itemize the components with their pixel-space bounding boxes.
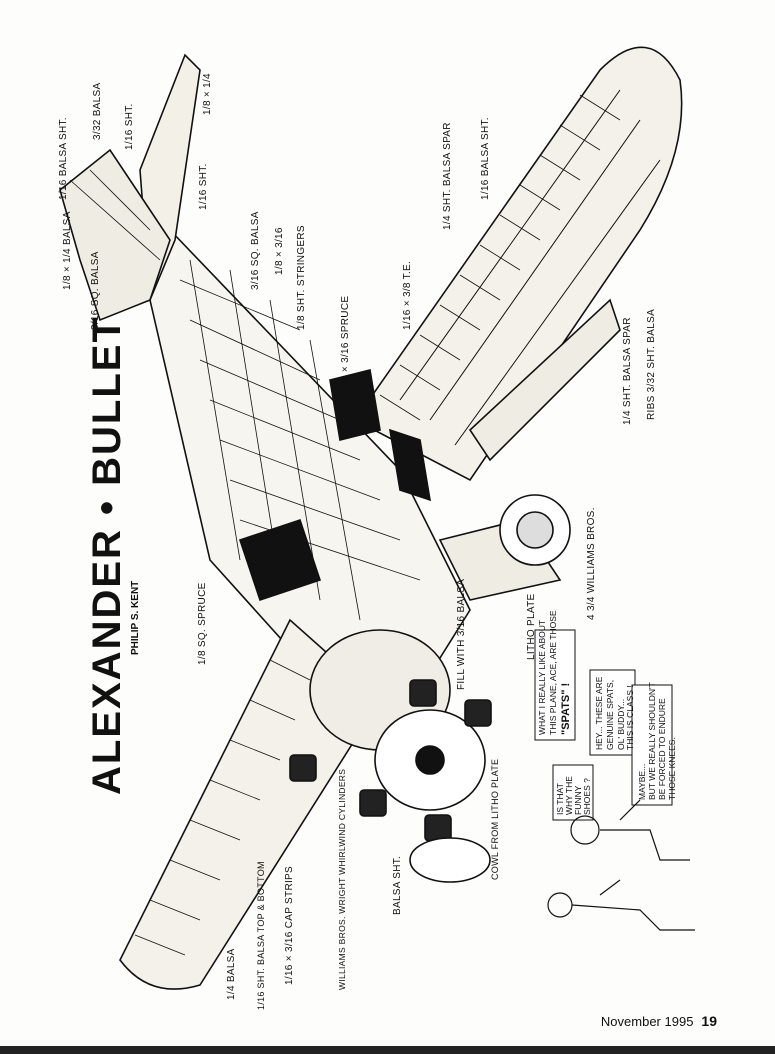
- page-number: 19: [701, 1013, 717, 1029]
- cartoon-figures: [547, 799, 695, 931]
- comic-text: BE FORCED TO ENDURE: [657, 698, 667, 800]
- part-label: 1/16 SHT.: [124, 103, 135, 150]
- comic-text: BUT WE REALLY SHOULDN'T: [647, 682, 657, 800]
- comic-strip: WHAT I REALLY LIKE ABOUT THIS PLANE, ACE…: [534, 610, 695, 931]
- comic-text: OL' BUDDY...: [616, 699, 626, 750]
- author: PHILIP S. KENT: [130, 581, 141, 655]
- part-label: 1/16 SHT. BALSA TOP & BOTTOM: [256, 861, 266, 1010]
- comic-text: WHAT I REALLY LIKE ABOUT: [537, 620, 547, 735]
- part-label: 4 3/4 WILLIAMS BROS.: [586, 507, 597, 620]
- comic-text: THIS PLANE, ACE, ARE THOSE: [548, 610, 558, 735]
- comic-text: FUNNY: [573, 785, 583, 815]
- comic-text: THIS IS CLASS !: [625, 685, 635, 750]
- part-label: 1/16 × 3/16 CAP STRIPS: [284, 866, 295, 985]
- part-label: COWL FROM LITHO PLATE: [490, 759, 500, 880]
- part-label: BALSA SHT.: [392, 856, 403, 915]
- comic-text: GENUINE SPATS,: [605, 680, 615, 750]
- comic-text: THOSE KNEES.: [667, 737, 677, 800]
- part-label: RIBS 3/32 SHT. BALSA: [646, 309, 657, 420]
- part-label: FILL WITH 3/16 BALSA: [456, 579, 467, 690]
- page-edge: [0, 1046, 775, 1054]
- comic-text: IS THAT: [555, 783, 565, 815]
- part-label: 1/16 BALSA SHT.: [480, 117, 491, 200]
- part-label: 1/8 × 3/16: [274, 227, 285, 275]
- airplane-outline: [59, 46, 683, 990]
- comic-text: "SPATS" !: [560, 683, 572, 735]
- part-label: 1/8 × 3/16 SPRUCE: [340, 296, 351, 390]
- part-label: 1/8 × 1/4 BALSA: [62, 211, 73, 290]
- part-label: 1/4 SHT. BALSA SPAR: [442, 122, 453, 230]
- page-title: ALEXANDER • BULLET: [85, 316, 129, 795]
- comic-text: MAYBE...: [637, 764, 647, 800]
- part-label: 3/32 BALSA: [92, 82, 103, 140]
- part-label: 3/16 SQ. BALSA: [90, 251, 101, 330]
- part-label: WILLIAMS BROS. WRIGHT WHIRLWIND CYLINDER…: [337, 769, 347, 990]
- part-label: 1/16 × 3/8 T.E.: [402, 261, 413, 330]
- part-label: 3/16 SQ. BALSA: [250, 211, 261, 290]
- part-label: LITHO PLATE: [526, 594, 537, 660]
- part-label: 1/8 SHT. STRINGERS: [296, 225, 307, 330]
- part-label: 1/4 SHT. BALSA SPAR: [622, 317, 633, 425]
- page-footer: November 1995 19: [601, 1013, 717, 1029]
- part-label: 1/4 BALSA: [226, 948, 237, 1000]
- part-label: 1/8 × 1/4: [202, 73, 213, 115]
- comic-text: HEY... THESE ARE: [594, 676, 604, 750]
- part-label: 1/16 BALSA SHT.: [58, 117, 69, 200]
- issue-date: November 1995: [600, 1014, 694, 1029]
- comic-text: SHOES ?: [582, 778, 592, 815]
- part-label: 1/8 SQ. SPRUCE: [197, 582, 208, 665]
- part-label: 1/16 SHT.: [198, 163, 209, 210]
- comic-text: WHY THE: [564, 776, 574, 815]
